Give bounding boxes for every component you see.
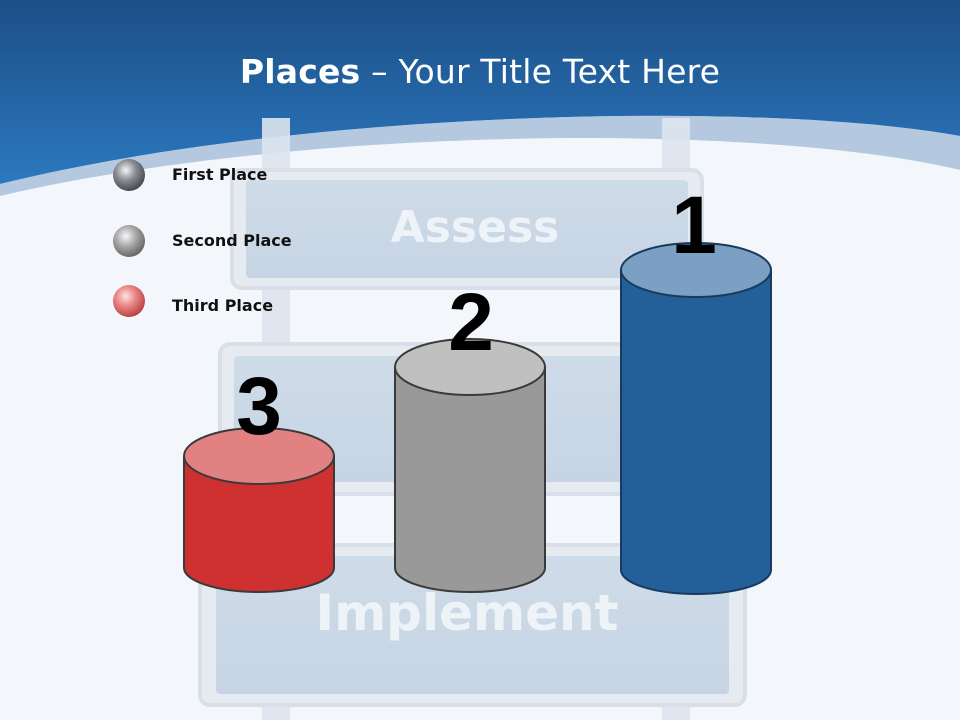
slide-title: Places – Your Title Text Here [0,52,960,91]
podium-third [183,427,335,593]
header-swoosh [0,115,960,196]
legend-label-second: Second Place [172,231,292,250]
rank-number-third: 3 [236,361,282,452]
title-rest: – Your Title Text Here [360,52,721,91]
header-band [0,0,960,184]
rank-number-first: 1 [671,180,717,271]
podium-first [620,242,772,595]
sign-assess-text: Assess [391,202,560,253]
legend-dot-third [113,285,145,317]
sign-implement-text: Implement [315,584,618,642]
title-bold: Places [239,52,361,91]
legend-label-first: First Place [172,165,268,184]
podium-second [394,338,546,593]
legend-dot-first [113,159,145,191]
legend-label-third: Third Place [172,296,274,315]
legend-dot-second [113,225,145,257]
rank-number-second: 2 [448,277,494,368]
